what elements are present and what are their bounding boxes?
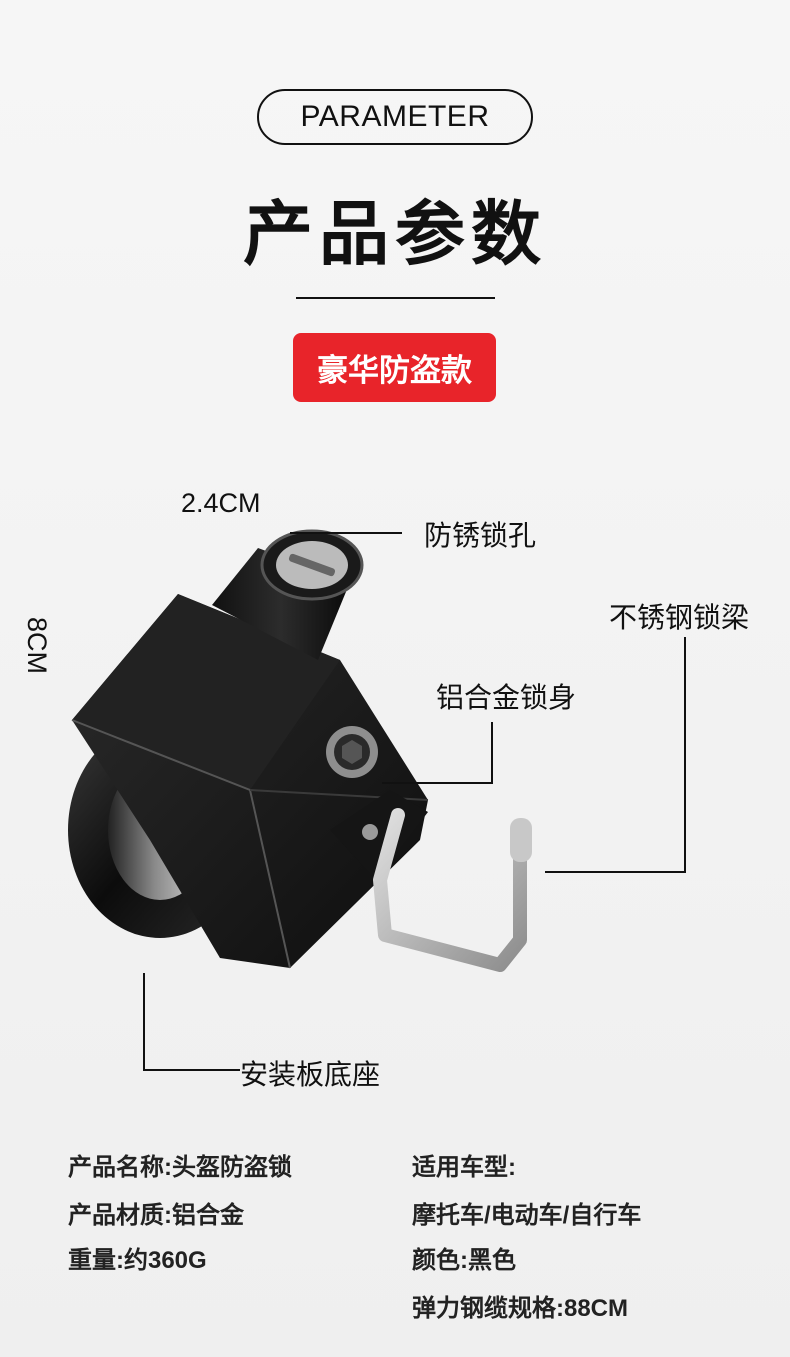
steel-hook-beam [373, 808, 527, 972]
hex-bolt-icon [342, 740, 362, 764]
spec-weight: 重量:约360G [68, 1247, 207, 1274]
beam-leader-vertical [684, 637, 686, 873]
hook-tip [510, 818, 532, 862]
beam-leader-horizontal [545, 871, 686, 873]
lock-hole-leader-line [290, 532, 402, 534]
spec-color: 颜色:黑色 [412, 1247, 516, 1274]
callout-lock-hole: 防锈锁孔 [424, 520, 537, 551]
variant-label: 豪华防盗款 [317, 353, 472, 388]
spec-cable: 弹力钢缆规格:88CM [412, 1295, 629, 1322]
callout-body: 铝合金锁身 [436, 682, 577, 713]
spec-vehicle-label: 适用车型: [412, 1154, 516, 1181]
callout-beam: 不锈钢锁梁 [609, 602, 750, 633]
variant-badge: 豪华防盗款 [293, 333, 496, 402]
height-dimension: 8CM [22, 616, 53, 675]
base-leader-vertical [143, 973, 145, 1071]
page-title: 产品参数 [243, 195, 547, 273]
callout-base: 安装板底座 [240, 1059, 381, 1090]
spec-material: 产品材质:铝合金 [68, 1202, 244, 1229]
body-leader-horizontal [382, 782, 493, 784]
base-leader-horizontal [143, 1069, 240, 1071]
body-leader-vertical [491, 722, 493, 784]
parameter-label: PARAMETER [300, 100, 490, 133]
width-dimension: 2.4CM [181, 488, 261, 518]
spec-vehicle-types: 摩托车/电动车/自行车 [412, 1202, 642, 1229]
spec-product-name: 产品名称:头盔防盗锁 [68, 1154, 292, 1181]
parameter-pill: PARAMETER [257, 89, 533, 145]
keyhole-icon [288, 553, 336, 577]
title-divider [296, 297, 495, 299]
lock-body-top [72, 594, 340, 790]
